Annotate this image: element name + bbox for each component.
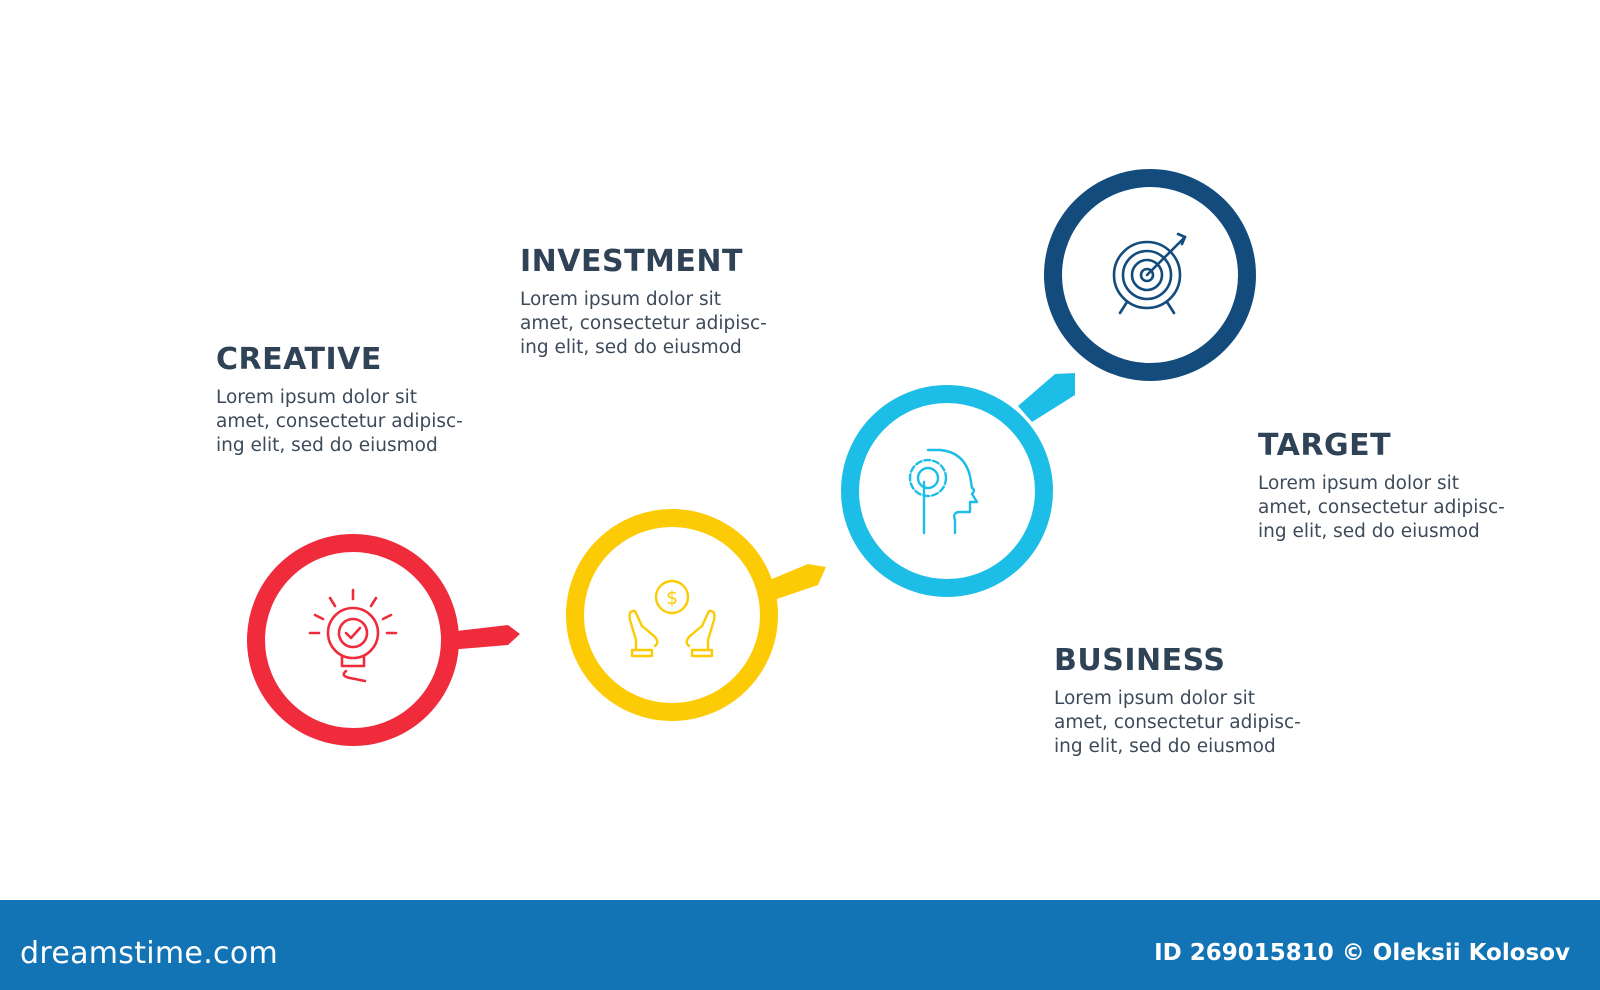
step-text-line: Lorem ipsum dolor sit xyxy=(216,387,417,408)
business-ring xyxy=(841,385,1053,597)
target-arrow-icon xyxy=(1112,232,1187,315)
step-text-line: ing elit, sed do eiusmod xyxy=(520,337,742,358)
lightbulb-check-icon xyxy=(308,588,398,683)
step-text-line: ing elit, sed do eiusmod xyxy=(1054,736,1276,757)
investment-ring xyxy=(566,509,778,721)
step-title-business: BUSINESS xyxy=(1054,643,1226,678)
hands-dollar-coin-icon: $ xyxy=(628,579,716,658)
step-text-line: amet, consectetur adipisc- xyxy=(520,313,767,334)
footer-logo[interactable]: dreamstime.com xyxy=(20,936,278,971)
connector-business-to-target xyxy=(1018,373,1075,422)
step-text-line: Lorem ipsum dolor sit xyxy=(1054,688,1255,709)
head-gear-icon xyxy=(908,448,979,535)
connector-investment-to-business xyxy=(760,564,826,602)
step-text-line: ing elit, sed do eiusmod xyxy=(216,435,438,456)
step-business: BUSINESS Lorem ipsum dolor sit amet, con… xyxy=(1054,643,1301,759)
step-title-target: TARGET xyxy=(1258,428,1392,463)
step-text-line: Lorem ipsum dolor sit xyxy=(1258,473,1459,494)
step-target: TARGET Lorem ipsum dolor sit amet, conse… xyxy=(1258,428,1505,544)
creative-ring xyxy=(247,534,459,746)
step-title-investment: INVESTMENT xyxy=(520,244,743,279)
step-text-line: Lorem ipsum dolor sit xyxy=(520,289,721,310)
step-text-line: amet, consectetur adipisc- xyxy=(1258,497,1505,518)
footer-bar: dreamstime.com ID 269015810 © Oleksii Ko… xyxy=(0,900,1600,990)
footer-credit: ID 269015810 © Oleksii Kolosov xyxy=(1154,940,1570,966)
svg-text:$: $ xyxy=(666,587,678,609)
step-title-creative: CREATIVE xyxy=(216,342,382,377)
step-creative: CREATIVE Lorem ipsum dolor sit amet, con… xyxy=(216,342,463,458)
step-text-line: ing elit, sed do eiusmod xyxy=(1258,521,1480,542)
infographic-diagram: $ xyxy=(247,169,1256,746)
target-ring xyxy=(1044,169,1256,381)
connector-creative-to-investment xyxy=(448,625,520,650)
step-text-line: amet, consectetur adipisc- xyxy=(216,411,463,432)
step-investment: INVESTMENT Lorem ipsum dolor sit amet, c… xyxy=(520,244,767,360)
step-text-line: amet, consectetur adipisc- xyxy=(1054,712,1301,733)
